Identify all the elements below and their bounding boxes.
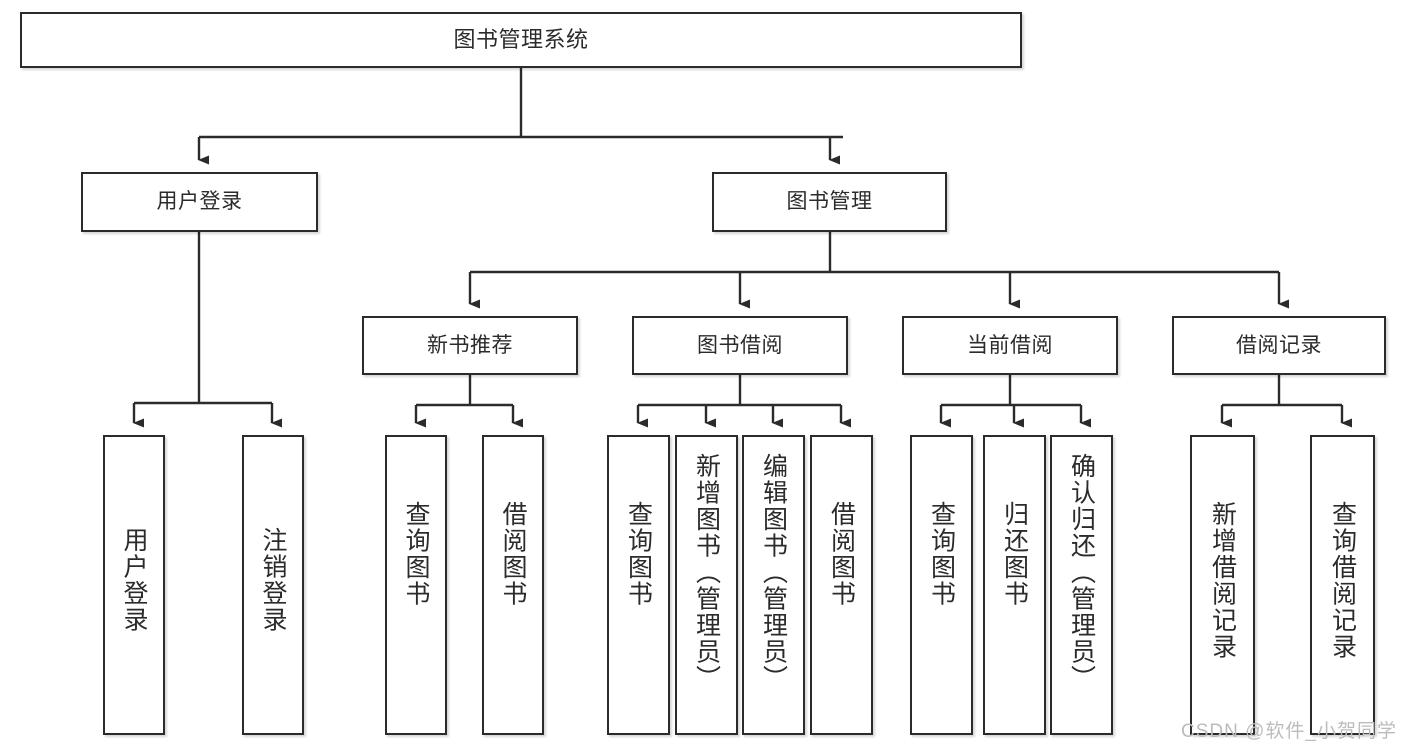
- node-leaf-query-record[interactable]: 查询借阅记录: [1310, 435, 1375, 735]
- node-book-manage[interactable]: 图书管理: [712, 172, 947, 232]
- node-leaf-query-book-1-label: 查询图书: [402, 501, 430, 607]
- node-leaf-query-book-2-label: 查询图书: [624, 501, 653, 607]
- node-root-label: 图书管理系统: [453, 26, 589, 52]
- node-leaf-confirm-return-label: 确认归还（管理员）: [1067, 453, 1096, 692]
- node-leaf-logout-label: 注销登录: [259, 527, 287, 633]
- node-current-borrow-label: 当前借阅: [967, 333, 1053, 357]
- node-leaf-user-login[interactable]: 用户登录: [103, 435, 165, 735]
- node-leaf-user-login-label: 用户登录: [120, 527, 148, 633]
- node-leaf-return-book[interactable]: 归还图书: [983, 435, 1046, 735]
- node-leaf-borrow-book-2[interactable]: 借阅图书: [810, 435, 873, 735]
- node-leaf-logout[interactable]: 注销登录: [242, 435, 304, 735]
- node-leaf-query-book-1[interactable]: 查询图书: [385, 435, 447, 735]
- node-leaf-edit-book-label: 编辑图书（管理员）: [759, 453, 788, 692]
- node-book-manage-label: 图书管理: [786, 190, 873, 214]
- node-borrow-record-label: 借阅记录: [1236, 333, 1322, 357]
- node-leaf-query-book-3[interactable]: 查询图书: [910, 435, 973, 735]
- node-leaf-edit-book[interactable]: 编辑图书（管理员）: [742, 435, 805, 735]
- watermark: CSDN @软件_小贺同学: [1181, 721, 1397, 742]
- node-leaf-add-record-label: 新增借阅记录: [1208, 501, 1237, 660]
- node-current-borrow[interactable]: 当前借阅: [902, 316, 1118, 375]
- node-leaf-query-book-2[interactable]: 查询图书: [607, 435, 670, 735]
- node-user-login-label: 用户登录: [156, 190, 243, 214]
- node-leaf-add-book[interactable]: 新增图书（管理员）: [675, 435, 738, 735]
- node-leaf-confirm-return[interactable]: 确认归还（管理员）: [1050, 435, 1113, 735]
- node-book-borrow[interactable]: 图书借阅: [632, 316, 848, 375]
- node-leaf-add-book-label: 新增图书（管理员）: [692, 453, 721, 692]
- node-leaf-query-book-3-label: 查询图书: [927, 501, 956, 607]
- node-borrow-record[interactable]: 借阅记录: [1172, 316, 1386, 375]
- node-new-book-recommend-label: 新书推荐: [427, 333, 513, 357]
- node-leaf-return-book-label: 归还图书: [1000, 501, 1029, 607]
- node-leaf-add-record[interactable]: 新增借阅记录: [1190, 435, 1255, 735]
- node-leaf-borrow-book-1-label: 借阅图书: [499, 501, 527, 607]
- node-book-borrow-label: 图书借阅: [697, 333, 783, 357]
- node-leaf-borrow-book-1[interactable]: 借阅图书: [482, 435, 544, 735]
- node-root[interactable]: 图书管理系统: [20, 12, 1022, 68]
- node-user-login[interactable]: 用户登录: [81, 172, 318, 232]
- node-leaf-query-record-label: 查询借阅记录: [1328, 501, 1357, 660]
- node-new-book-recommend[interactable]: 新书推荐: [362, 316, 578, 375]
- node-leaf-borrow-book-2-label: 借阅图书: [827, 501, 856, 607]
